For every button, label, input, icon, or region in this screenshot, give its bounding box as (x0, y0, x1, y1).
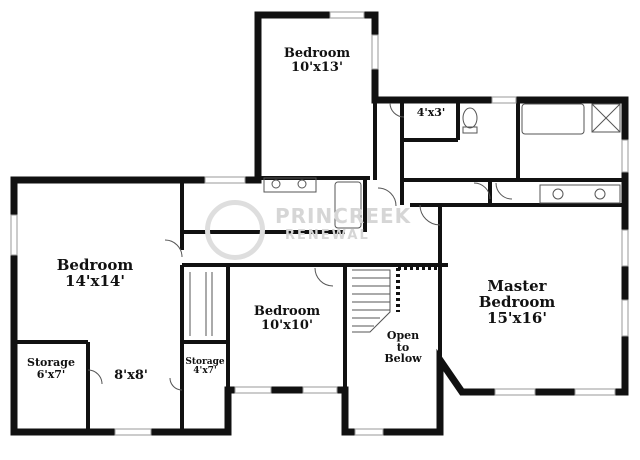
room-size: 8'x8' (114, 368, 148, 383)
windows (10, 11, 629, 436)
room-size: 10'x13' (291, 59, 343, 75)
open-below-railing (396, 266, 438, 312)
room-name: Storage (185, 357, 225, 367)
room-name: Bedroom (253, 304, 321, 319)
room-bath-small: 4'x3' (410, 107, 452, 119)
room-size: 6'x7' (36, 367, 66, 381)
area-line-3: Below (384, 352, 422, 366)
room-bedroom-mid: Bedroom 10'x10' (237, 305, 337, 332)
room-name: Storage (27, 356, 75, 369)
room-master-bedroom: Master Bedroom 15'x16' (462, 277, 572, 327)
staircase (352, 269, 391, 333)
bath-fixtures (189, 103, 621, 336)
room-name-line-1: Master (487, 277, 547, 295)
room-size: 14'x14' (65, 271, 125, 290)
room-name-line-2: Bedroom (478, 292, 556, 311)
area-open-to-below: Open to Below (378, 330, 428, 365)
area-line-1: Open (386, 329, 420, 342)
room-closet-left: 8'x8' (100, 369, 162, 383)
area-line-2: to (396, 340, 410, 354)
room-size: 15'x16' (487, 308, 547, 327)
room-storage-left: Storage 6'x7' (18, 357, 84, 380)
room-bedroom-left: Bedroom 14'x14' (45, 256, 145, 290)
room-size: 4'x7' (193, 366, 217, 377)
doors (87, 102, 513, 391)
room-size: 10'x10' (261, 317, 313, 333)
room-name: Bedroom (56, 256, 134, 274)
room-name: Bedroom (283, 46, 351, 61)
room-size: 4'x3' (416, 106, 446, 119)
room-storage-mid: Storage 4'x7' (182, 357, 228, 377)
room-bedroom-top: Bedroom 10'x13' (272, 47, 362, 74)
